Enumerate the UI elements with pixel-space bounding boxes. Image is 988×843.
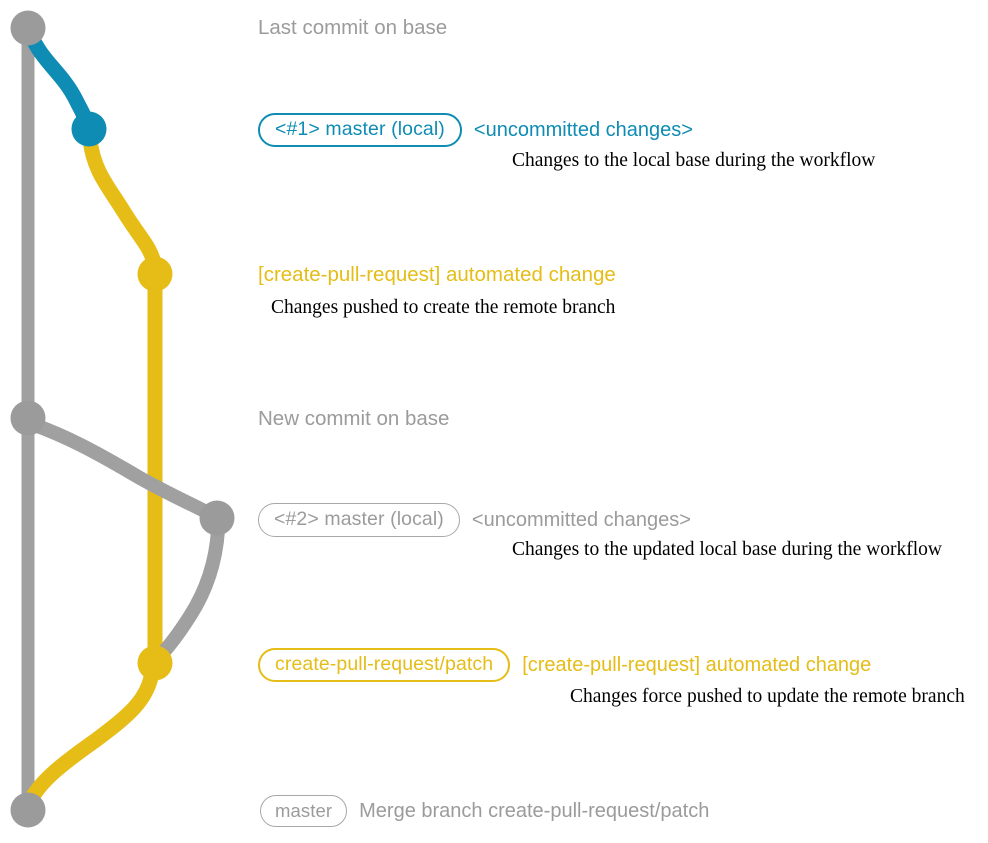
branch-pill-local-master-2[interactable]: <#2> master (local) (258, 503, 460, 537)
commit-row-last-commit-on-base: Last commit on base (258, 16, 448, 39)
commit-description-automated-change-1: Changes pushed to create the remote bran… (271, 297, 616, 318)
commit-subject-automated-change-1: [create-pull-request] automated change (258, 263, 616, 286)
node-new-commit-on-base[interactable] (10, 400, 46, 436)
commit-row-merge-commit: master Merge branch create-pull-request/… (260, 795, 709, 827)
commit-row-local-master-2: <#2> master (local) <uncommitted changes… (258, 503, 691, 537)
node-last-commit-on-base[interactable] (10, 10, 46, 46)
edge-teal-branch (22, 25, 96, 136)
edge-gray-branch-to-patch (151, 523, 225, 665)
commit-subject-local-master-2: <uncommitted changes> (471, 509, 691, 531)
commit-row-automated-change-2: create-pull-request/patch [create-pull-r… (258, 648, 871, 682)
commit-subject-last-commit-on-base: Last commit on base (258, 16, 448, 39)
branch-pill-create-pull-request-patch[interactable]: create-pull-request/patch (258, 648, 511, 682)
edge-yellow-branch-upper (82, 132, 162, 271)
node-automated-change-1[interactable] (137, 256, 173, 292)
node-local-master-1[interactable] (71, 111, 107, 147)
branch-pill-master[interactable]: master (260, 795, 348, 827)
commit-subject-automated-change-2: [create-pull-request] automated change (522, 654, 872, 676)
commit-subject-new-commit-on-base: New commit on base (258, 407, 450, 430)
commit-row-local-master-1: <#1> master (local) <uncommitted changes… (258, 113, 693, 147)
commit-description-automated-change-2: Changes force pushed to update the remot… (570, 686, 965, 707)
edge-gray-branch-to-local2 (25, 417, 217, 521)
commit-row-new-commit-on-base: New commit on base (258, 407, 450, 430)
commit-description-local-master-1: Changes to the local base during the wor… (512, 150, 876, 171)
commit-subject-merge-commit: Merge branch create-pull-request/patch (359, 800, 710, 822)
commit-description-local-master-2: Changes to the updated local base during… (512, 539, 942, 560)
node-local-master-2[interactable] (199, 500, 235, 536)
node-automated-change-2[interactable] (137, 645, 173, 681)
branch-pill-local-master-1[interactable]: <#1> master (local) (258, 113, 462, 147)
node-merge-commit[interactable] (10, 792, 46, 828)
edge-yellow-merge (24, 664, 160, 806)
commit-row-automated-change-1: [create-pull-request] automated change (258, 263, 616, 286)
commit-subject-local-master-1: <uncommitted changes> (473, 119, 693, 141)
